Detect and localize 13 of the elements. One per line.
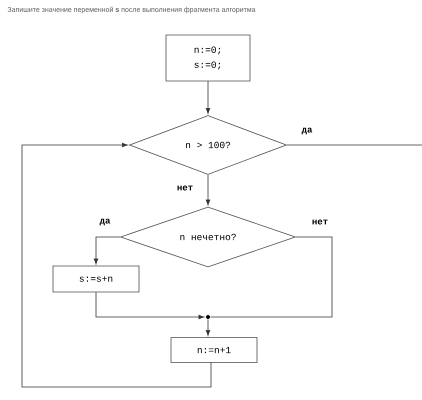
edge-label: нет (312, 220, 328, 224)
connector-arrow (96, 292, 204, 320)
connector-arrow (22, 142, 212, 388)
process-box: s:=s+n (52, 266, 140, 292)
edge-label: нет (178, 186, 193, 190)
connector-arrow (206, 319, 210, 336)
edge-label: да (100, 218, 110, 226)
connector-arrow (206, 81, 210, 114)
connector-arrow (94, 236, 120, 264)
process-box: n:=n+1 (170, 337, 258, 363)
connector-arrow (206, 174, 210, 206)
process-box: n:=0; s:=0; (166, 34, 250, 82)
edge-label: да (302, 128, 312, 134)
